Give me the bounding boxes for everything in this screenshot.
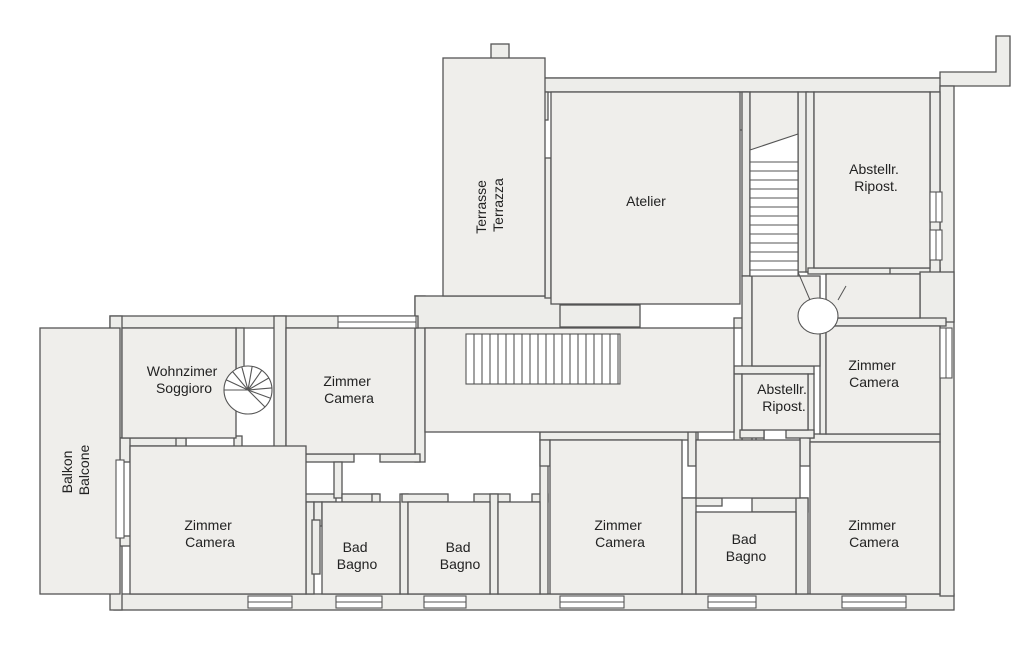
landing-floor: [825, 273, 921, 319]
room-right-mid-floor: [825, 325, 941, 435]
spiral-tread: [247, 366, 253, 391]
room-bottom-center-floor: [549, 439, 683, 595]
label-living: Wohnzimer Soggioro: [147, 363, 221, 396]
label-terrace: Terrasse Terrazza: [473, 176, 506, 234]
spiral-tread: [226, 379, 249, 391]
label-bath-1: Bad Bagno: [337, 539, 378, 572]
label-room-bottom-left: Zimmer Camera: [184, 517, 235, 550]
shaft-staircase: [749, 133, 799, 277]
hall-lower: [695, 439, 801, 499]
closet-floor: [497, 501, 541, 595]
spiral-staircase: [223, 365, 273, 415]
terrace-floor: [442, 57, 546, 297]
bath2-floor: [407, 501, 491, 595]
label-atelier: Atelier: [626, 193, 666, 209]
spiral-tread: [232, 371, 249, 391]
balcony-floor: [39, 327, 121, 595]
atelier-floor: [550, 91, 741, 305]
room-bottom-right-floor: [809, 441, 941, 595]
label-room-right-mid: Zimmer Camera: [848, 357, 899, 390]
bath1-floor: [321, 501, 401, 595]
living-floor: [121, 327, 237, 439]
spiral-tread: [247, 377, 270, 391]
label-room-bottom-right: Zimmer Camera: [848, 517, 899, 550]
spiral-tread: [247, 370, 263, 391]
windows: [115, 191, 953, 609]
label-bath-3: Bad Bagno: [726, 531, 767, 564]
room-labels: Atelier Terrasse Terrazza Abstellr. Ripo…: [59, 161, 903, 572]
round-column: [797, 271, 847, 335]
main-staircase: [465, 333, 621, 385]
room-bottom-left-floor: [129, 445, 307, 595]
label-balcony: Balkon Balcone: [59, 444, 92, 495]
spiral-tread: [247, 389, 266, 408]
bath3-floor: [695, 511, 797, 595]
label-room-bottom-center: Zimmer Camera: [594, 517, 645, 550]
storage-top-floor: [813, 91, 931, 269]
spiral-tread: [247, 389, 271, 399]
label-storage-mid: Abstellr. Ripost.: [757, 381, 811, 414]
spiral-tread: [247, 387, 272, 391]
label-room-center-left: Zimmer Camera: [323, 373, 374, 406]
storage-mid-floor: [741, 373, 809, 431]
window: [115, 459, 125, 539]
label-bath-2: Bad Bagno: [440, 539, 481, 572]
label-storage-top: Abstellr. Ripost.: [849, 161, 903, 194]
rooms: [39, 57, 941, 595]
spiral-tread: [241, 366, 249, 391]
